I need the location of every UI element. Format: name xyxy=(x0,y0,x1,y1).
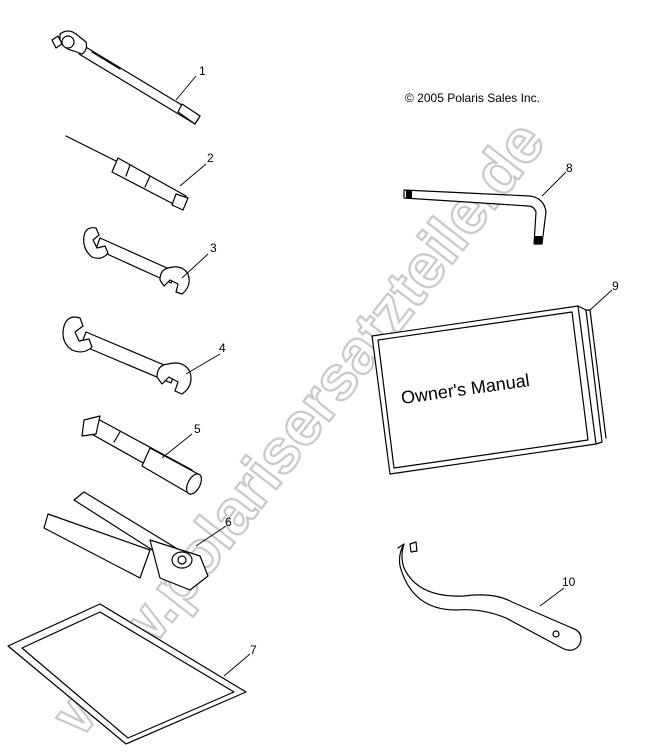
callout-labels: 1 2 3 4 5 6 7 8 9 10 xyxy=(194,64,619,657)
spanner-wrench-icon xyxy=(397,541,582,651)
callout-7: 7 xyxy=(250,643,257,657)
leader-lines xyxy=(161,75,613,677)
screwdriver-icon xyxy=(65,135,189,211)
callout-9: 9 xyxy=(612,279,619,293)
callout-10: 10 xyxy=(562,575,576,589)
tool-pouch-icon xyxy=(7,603,247,745)
callout-8: 8 xyxy=(566,161,573,175)
callout-3: 3 xyxy=(210,241,217,255)
small-open-end-wrench-icon xyxy=(83,227,190,295)
callout-1: 1 xyxy=(199,64,206,78)
tire-pressure-gauge-icon xyxy=(51,30,201,125)
callout-5: 5 xyxy=(194,422,201,436)
spark-plug-socket-wrench-icon xyxy=(81,415,202,495)
callout-2: 2 xyxy=(207,151,214,165)
clutch-tool-icon xyxy=(43,491,209,591)
hex-key-icon xyxy=(403,189,547,245)
copyright-text: © 2005 Polaris Sales Inc. xyxy=(405,91,540,105)
callout-4: 4 xyxy=(219,341,226,355)
owners-manual-book-icon: Owner's Manual xyxy=(371,305,607,475)
large-open-end-wrench-icon xyxy=(62,316,192,395)
callout-6: 6 xyxy=(225,515,232,529)
